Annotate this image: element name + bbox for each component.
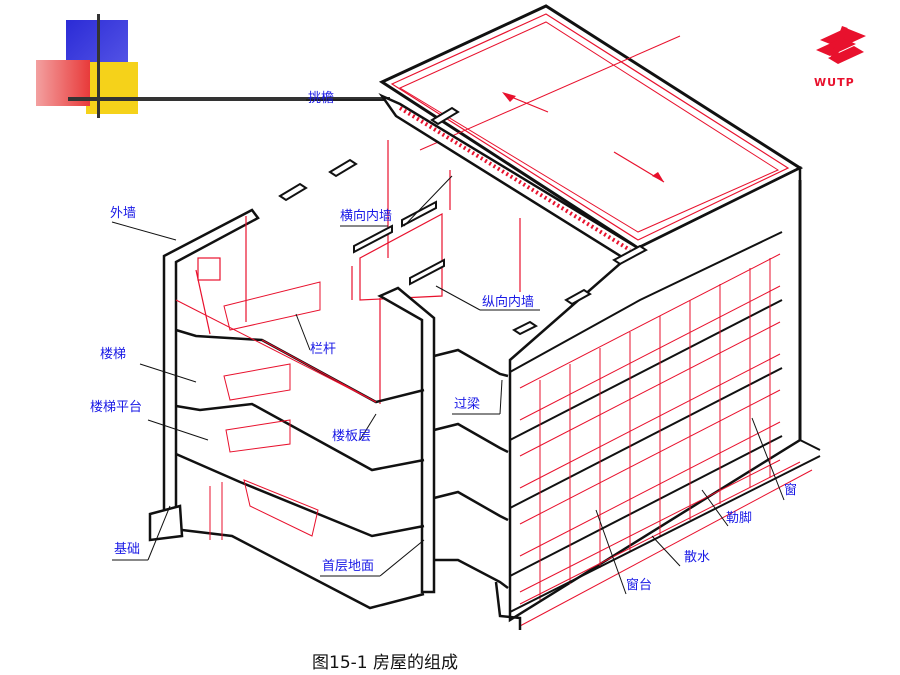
- label-longitudinal-wall: 纵向内墙: [482, 295, 535, 310]
- logo-text: WUTP: [814, 76, 855, 89]
- label-apron: 散水: [684, 550, 711, 565]
- label-exterior-wall: 外墙: [110, 206, 137, 221]
- label-ground-floor: 首层地面: [322, 559, 375, 574]
- label-window-sill: 窗台: [626, 578, 653, 593]
- roof: [378, 4, 804, 264]
- label-window: 窗: [784, 483, 798, 498]
- interior-walls: [195, 140, 521, 404]
- wall-cap-blocks: [278, 106, 648, 336]
- deco-yellow-square: [86, 62, 138, 114]
- right-facade: [508, 165, 821, 627]
- label-transverse-wall: 横向内墙: [340, 209, 393, 224]
- figure-caption: 图15-1 房屋的组成: [312, 653, 458, 673]
- wutp-logo-icon: [816, 25, 866, 64]
- leader-lines: [111, 99, 785, 595]
- stairs: [175, 281, 377, 540]
- label-plinth: 勒脚: [726, 511, 753, 526]
- deco-vertical-line: [97, 14, 100, 118]
- center-wall-section: [377, 286, 436, 594]
- label-lintel: 过梁: [454, 397, 481, 412]
- label-foundation: 基础: [114, 542, 141, 557]
- label-stair-landing: 楼梯平台: [90, 400, 143, 415]
- deco-horizontal-line: [68, 97, 390, 101]
- exterior-wall-section: [148, 208, 260, 542]
- label-floor-slab: 楼板层: [332, 429, 372, 444]
- label-eaves: 挑檐: [308, 91, 335, 106]
- label-railing: 栏杆: [310, 342, 337, 357]
- label-stairs: 楼梯: [100, 347, 127, 362]
